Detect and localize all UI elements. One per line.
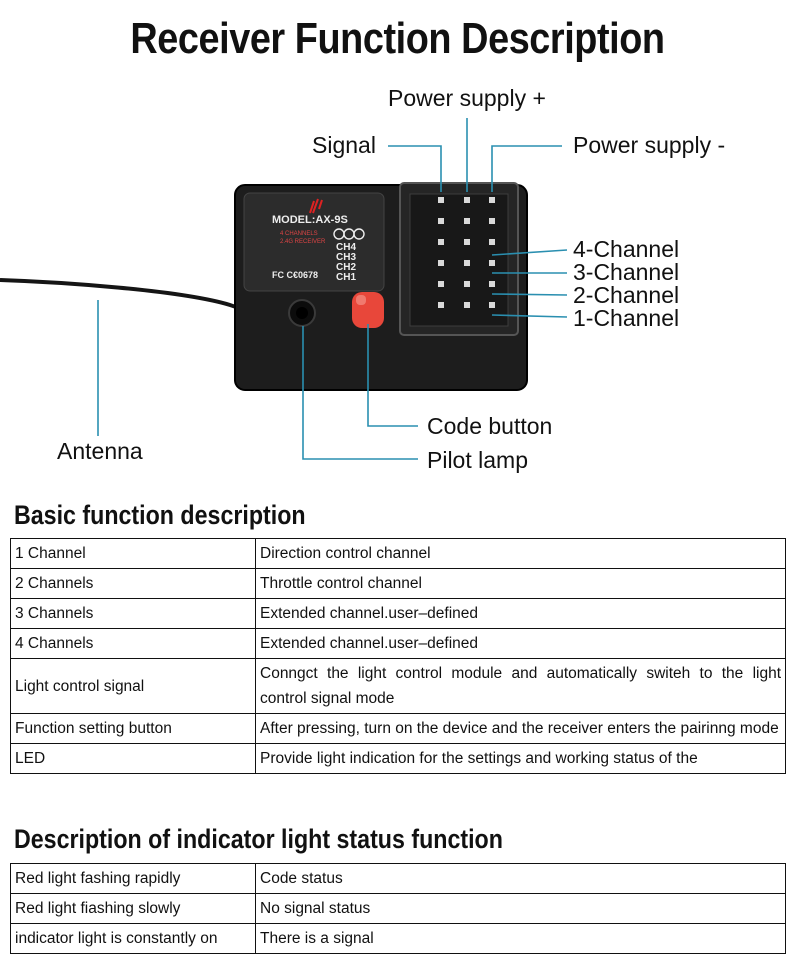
sticker-ch4: CH4: [336, 242, 356, 253]
row-name: 3 Channels: [10, 598, 256, 629]
connector-pin: [464, 218, 470, 224]
connector-pin: [464, 197, 470, 203]
label-signal: Signal: [312, 132, 376, 158]
row-name: 1 Channel: [10, 538, 256, 569]
sticker-cert: FC C€0678: [272, 270, 318, 280]
label-pilot-lamp: Pilot lamp: [427, 447, 528, 473]
connector-pin: [464, 281, 470, 287]
basic-function-heading: Basic function description: [14, 500, 306, 530]
row-description: Throttle control channel: [255, 568, 786, 599]
row-name: 4 Channels: [10, 628, 256, 659]
model-text: MODEL:AX-9S: [272, 214, 348, 226]
label-ch1: 1-Channel: [573, 305, 680, 331]
row-name: LED: [10, 743, 256, 774]
logo-icon: [309, 198, 323, 214]
row-description: There is a signal: [255, 923, 786, 954]
connector-pins: [438, 197, 495, 308]
page-title: Receiver Function Description: [130, 14, 665, 63]
connector-pin: [489, 218, 495, 224]
label-ch2: 2-Channel: [573, 282, 680, 308]
sticker-symbols: [333, 228, 365, 240]
sticker-ch2: CH2: [336, 262, 356, 273]
connector-pin: [438, 239, 444, 245]
row-name: Function setting button: [10, 713, 256, 744]
row-description: Extended channel.user–defined: [255, 628, 786, 659]
connector-pin: [438, 281, 444, 287]
label-code-button: Code button: [427, 413, 553, 439]
indicator-heading: Description of indicator light status fu…: [14, 824, 503, 854]
row-name: Red light fashing rapidly: [10, 863, 256, 894]
connector-pin: [464, 239, 470, 245]
label-ch4: 4-Channel: [573, 236, 680, 262]
receiver-diagram: MODEL:AX-9S 4 CHANNELS 2.4G RECEIVER CH4…: [0, 70, 795, 490]
connector-pin: [489, 281, 495, 287]
connector-pin: [438, 197, 444, 203]
label-antenna: Antenna: [57, 438, 143, 464]
row-name: Red light fiashing slowly: [10, 893, 256, 924]
sticker-sub2: 2.4G RECEIVER: [280, 239, 326, 245]
leader-lines: [97, 118, 568, 460]
connector-pin: [438, 218, 444, 224]
row-name: Light control signal: [10, 658, 256, 714]
sticker-sub1: 4 CHANNELS: [280, 231, 318, 237]
row-description: No signal status: [255, 893, 786, 924]
connector-pin: [489, 260, 495, 266]
connector-pin: [438, 302, 444, 308]
connector-pin: [464, 302, 470, 308]
connector-pin: [438, 260, 444, 266]
connector-pin: [489, 197, 495, 203]
row-name: 2 Channels: [10, 568, 256, 599]
label-power-minus: Power supply -: [573, 132, 726, 158]
row-description: Code status: [255, 863, 786, 894]
row-description: Direction control channel: [255, 538, 786, 569]
sticker-ch1: CH1: [336, 272, 356, 283]
row-description: Extended channel.user–defined: [255, 598, 786, 629]
sticker-ch3: CH3: [336, 252, 356, 263]
row-description: Provide light indication for the setting…: [255, 743, 786, 774]
model-sticker: [243, 192, 385, 292]
row-description: After pressing, turn on the device and t…: [255, 713, 786, 744]
label-power-plus: Power supply +: [388, 85, 546, 111]
connector-pin: [489, 302, 495, 308]
antenna-wire: [0, 278, 269, 349]
row-description: Conngct the light control module and aut…: [255, 658, 786, 714]
row-name: indicator light is constantly on: [10, 923, 256, 954]
label-ch3: 3-Channel: [573, 259, 680, 285]
connector-pin: [489, 239, 495, 245]
connector-pin: [464, 260, 470, 266]
